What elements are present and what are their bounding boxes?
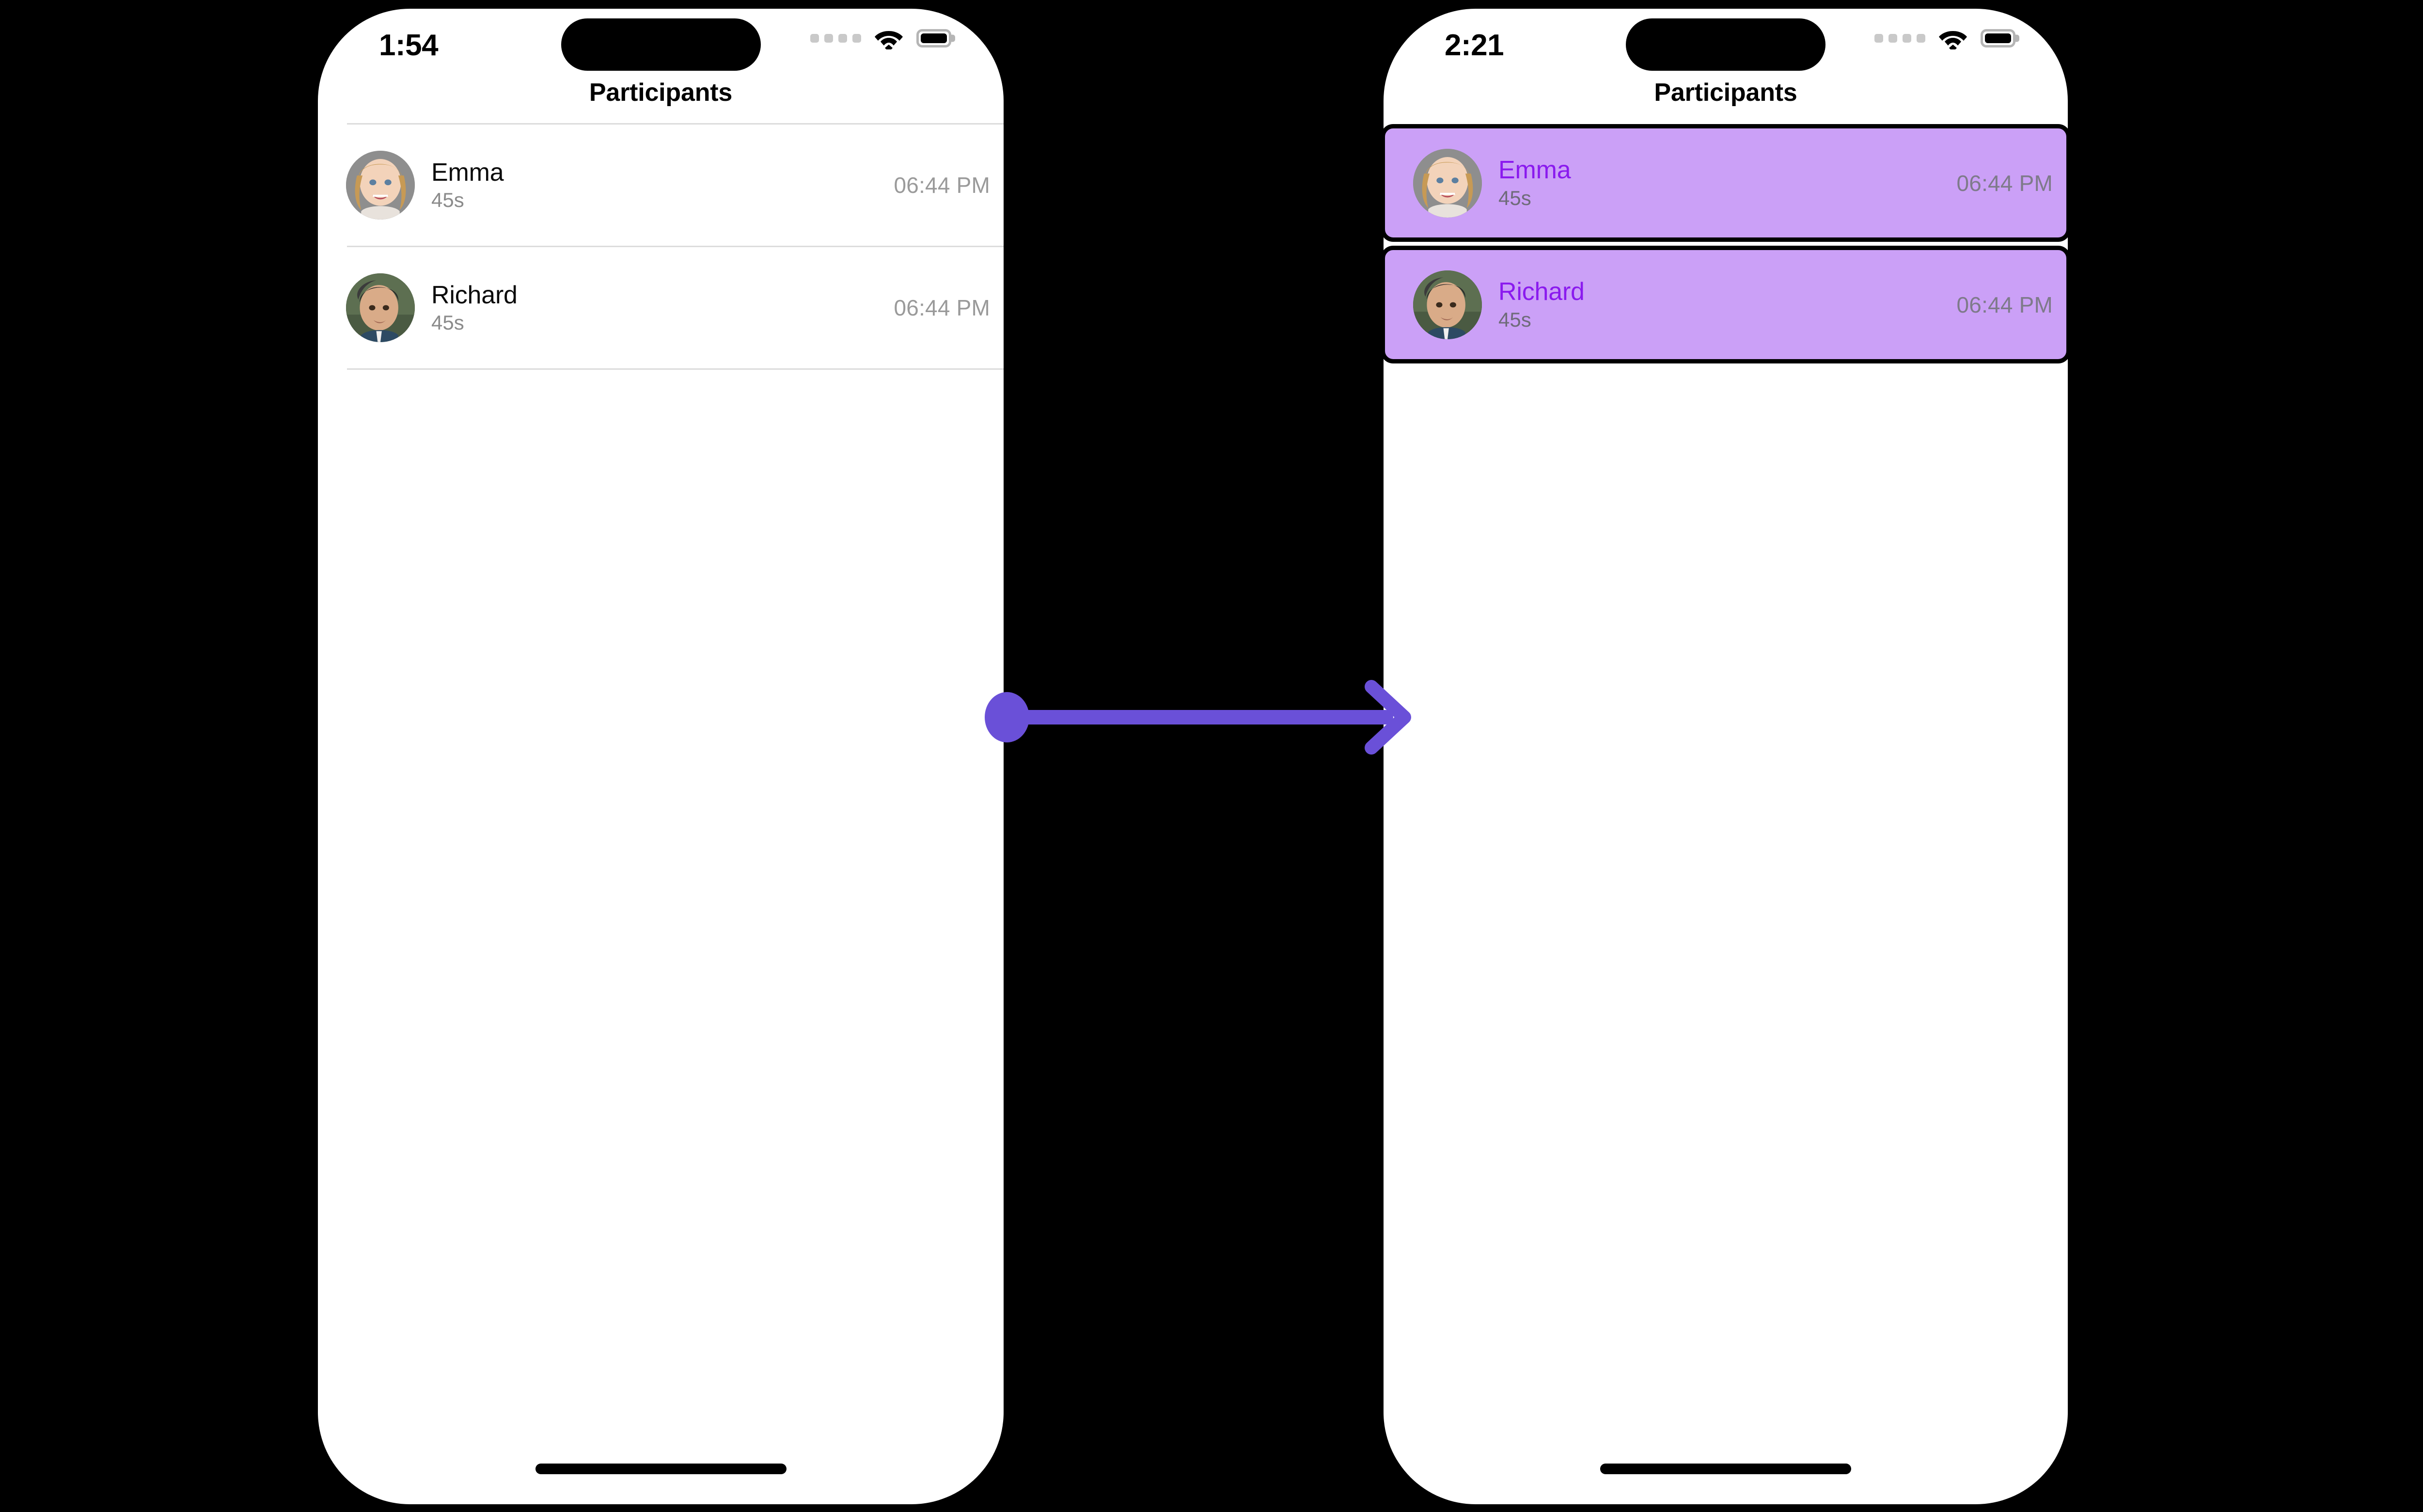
list-item-text: Richard 45s xyxy=(1498,279,1957,331)
phone-screen-before: 1:54 Participants xyxy=(318,9,1004,1504)
phone-screen-after: 2:21 Participants xyxy=(1384,9,2068,1504)
participant-name: Emma xyxy=(1498,156,1571,185)
nav-bar: Participants xyxy=(318,71,1004,114)
status-bar-clock: 2:21 xyxy=(1445,29,1504,62)
list-item-selected[interactable]: Richard 45s 06:44 PM xyxy=(1384,246,2068,363)
transition-arrow-annotation xyxy=(984,676,1415,758)
dynamic-island xyxy=(1626,18,1825,71)
avatar xyxy=(346,273,415,342)
participant-name: Emma xyxy=(431,158,504,187)
list-separator xyxy=(347,123,1004,125)
participant-duration: 45s xyxy=(1498,186,1531,209)
participant-time: 06:44 PM xyxy=(1956,292,2053,317)
battery-full-icon xyxy=(916,29,951,47)
wifi-icon xyxy=(1938,27,1968,49)
avatar xyxy=(346,151,415,220)
list-item[interactable]: Richard 45s 06:44 PM xyxy=(318,247,1004,368)
wifi-icon xyxy=(874,27,904,49)
list-item-text: Emma 45s xyxy=(1498,157,1957,209)
page-title: Participants xyxy=(589,79,733,107)
dynamic-island xyxy=(561,18,761,71)
list-item-selected[interactable]: Emma 45s 06:44 PM xyxy=(1384,124,2068,242)
participant-duration: 45s xyxy=(431,189,464,212)
participant-duration: 45s xyxy=(1498,308,1531,331)
avatar xyxy=(1413,270,1482,339)
participants-list: Emma 45s 06:44 PM xyxy=(318,123,1004,370)
cellular-dots-icon xyxy=(1874,34,1925,43)
list-item-text: Richard 45s xyxy=(431,282,894,334)
battery-full-icon xyxy=(1981,29,2015,47)
participant-name: Richard xyxy=(431,281,518,309)
list-item-text: Emma 45s xyxy=(431,159,894,211)
avatar xyxy=(1413,148,1482,218)
participant-name: Richard xyxy=(1498,278,1585,306)
participant-duration: 45s xyxy=(431,311,464,334)
status-bar-indicators xyxy=(810,27,951,49)
status-bar: 2:21 xyxy=(1384,9,2068,71)
arrow-icon xyxy=(985,680,1411,755)
participants-list: Emma 45s 06:44 PM xyxy=(1384,124,2068,363)
participant-time: 06:44 PM xyxy=(894,173,990,198)
list-item[interactable]: Emma 45s 06:44 PM xyxy=(318,125,1004,246)
home-indicator[interactable] xyxy=(535,1464,787,1474)
status-bar-clock: 1:54 xyxy=(379,29,439,62)
page-title: Participants xyxy=(1654,79,1797,107)
home-indicator[interactable] xyxy=(1600,1464,1851,1474)
nav-bar: Participants xyxy=(1384,71,2068,114)
cellular-dots-icon xyxy=(810,34,861,43)
status-bar-indicators xyxy=(1874,27,2015,49)
participant-time: 06:44 PM xyxy=(1956,170,2053,196)
participant-time: 06:44 PM xyxy=(894,295,990,320)
list-separator xyxy=(347,246,1004,247)
list-separator xyxy=(347,368,1004,370)
status-bar: 1:54 xyxy=(318,9,1004,71)
